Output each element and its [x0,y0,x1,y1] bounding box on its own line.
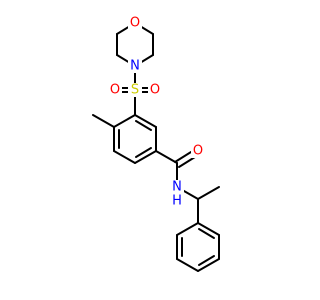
bond-ring1-a [113,114,136,128]
bond-ring1-c [113,150,136,164]
atom-label-n-amide: N [172,180,182,195]
bond-ch-methyl [197,186,220,200]
bond-ring1-f [134,114,157,128]
structure-canvas: O N S O O O N H [92,16,220,272]
atom-amide-hydrogen: H [170,194,184,209]
bond-methyl [92,114,115,128]
atom-morpholine-oxygen: O [128,16,142,31]
atom-label-h-amide: H [172,194,182,209]
atom-sulfonyl-oxygen-left: O [108,83,122,98]
atom-label-n-morpholine: N [130,59,140,74]
atom-label-s: S [131,83,139,98]
bond-ring2-d [197,258,220,272]
bond-ring2-a [176,222,199,236]
atom-carbonyl-oxygen: O [191,144,205,159]
atom-morpholine-nitrogen: N [128,59,142,74]
bond-ring2-d-inner [198,255,215,266]
atom-label-o-morpholine: O [130,16,140,31]
bond-carbonyl-o-1 [174,151,192,163]
atom-labels: O N S O O O N H [108,16,205,209]
bond-ring2-c [176,258,199,272]
atom-label-o-sulfonyl-left: O [110,83,120,98]
bond-ring1-d-inner [135,147,152,158]
chemical-structure-diagram: O N S O O O N H [92,16,220,272]
atom-label-o-sulfonyl-right: O [150,83,160,98]
bond-ring-carbonyl [155,150,178,164]
bond-carbonyl-o-2 [178,156,196,168]
atom-sulfonyl-oxygen-right: O [148,83,162,98]
atom-amide-nitrogen: N [170,180,184,195]
atom-label-o-carbonyl: O [193,144,203,159]
bond-ring2-f [197,222,220,236]
bond-ring1-d [134,150,157,164]
bond-ring2-f-inner [198,228,215,239]
bond-ring1-f-inner [135,120,152,131]
atom-sulfur: S [128,83,142,98]
